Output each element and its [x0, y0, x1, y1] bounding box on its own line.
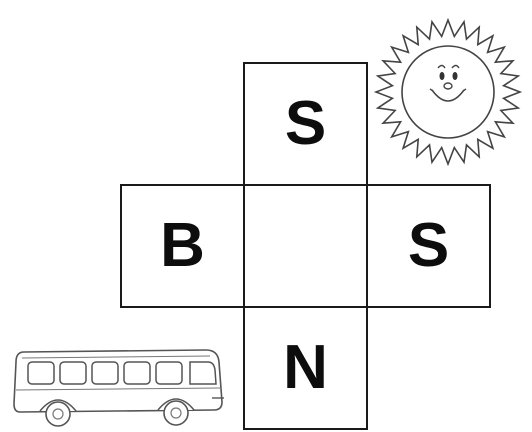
grid-cell-left: B [120, 184, 245, 308]
grid-cell-center [243, 184, 368, 308]
letter-left: B [160, 215, 205, 277]
bus-icon [10, 340, 232, 432]
letter-bottom: N [283, 337, 328, 399]
letter-top: S [285, 93, 326, 155]
grid-cell-top: S [243, 62, 368, 186]
grid-cell-bottom: N [243, 306, 368, 430]
sun-icon [368, 10, 528, 175]
grid-cell-right: S [366, 184, 491, 308]
letter-right: S [408, 215, 449, 277]
